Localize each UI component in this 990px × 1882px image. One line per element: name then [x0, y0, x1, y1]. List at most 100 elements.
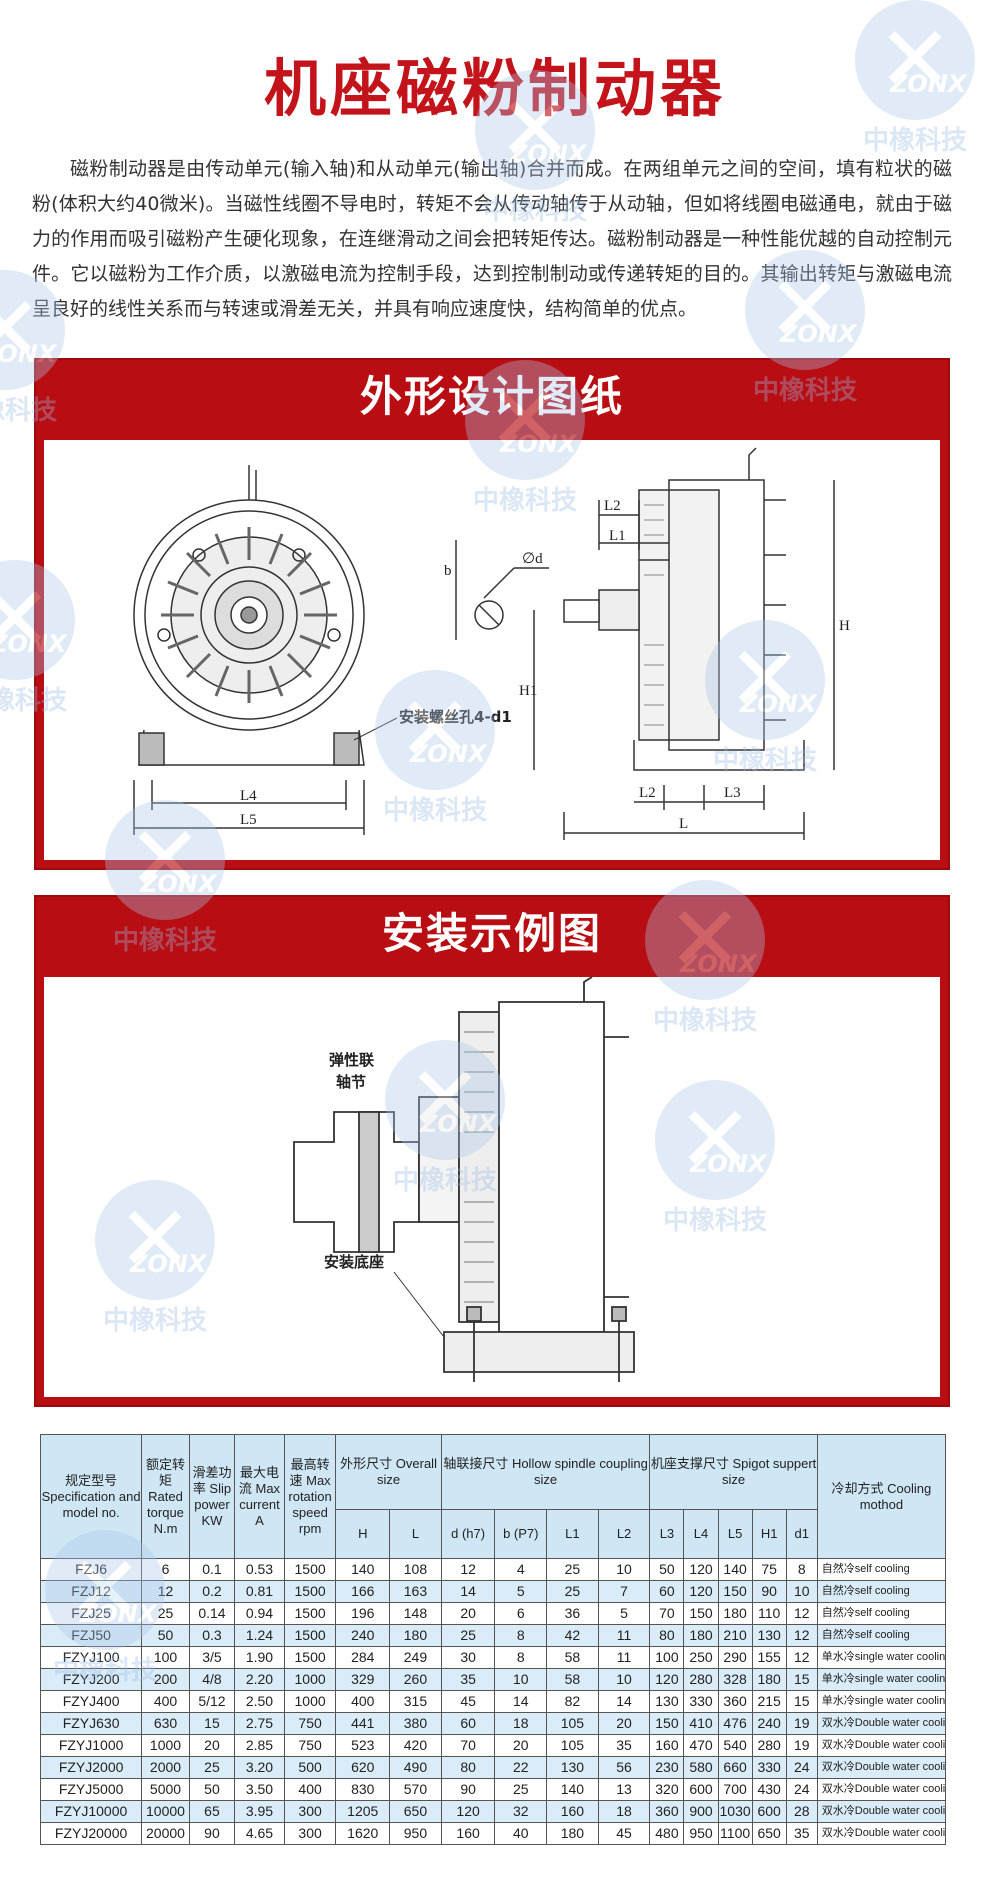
table-cell: 480 — [649, 1822, 685, 1845]
table-cell: 100 — [649, 1646, 685, 1669]
table-cell: 80 — [440, 1756, 496, 1779]
table-cell: 166 — [335, 1580, 391, 1603]
installation-drawing: 弹性联 轴节 安装底座 — [293, 976, 635, 1382]
cooling-cell: 单水冷single water cooling — [816, 1668, 947, 1691]
table-cell: 0.2 — [188, 1580, 236, 1603]
watermark-cn-text: 中橡科技 — [392, 1166, 497, 1196]
table-cell: 10 — [597, 1668, 651, 1691]
table-cell: 18 — [597, 1800, 651, 1823]
table-cell: 650 — [751, 1822, 787, 1845]
table-cell: 25 — [494, 1778, 548, 1801]
model-cell: FZYJ10000 — [39, 1800, 143, 1823]
spec-table-body: FZJ660.10.531500140108124251050120140758… — [39, 1558, 947, 1845]
table-cell: 750 — [283, 1712, 337, 1735]
table-cell: 25 — [188, 1756, 236, 1779]
header-L5: L5 — [717, 1509, 753, 1559]
table-cell: 1000 — [141, 1734, 190, 1757]
table-cell: 830 — [335, 1778, 391, 1801]
table-cell: 380 — [389, 1712, 442, 1735]
header-torque: 额定转矩 Rated torque N.m — [141, 1434, 190, 1559]
section-outline-drawing: 外形设计图纸 — [34, 358, 950, 870]
table-cell: 180 — [683, 1624, 719, 1647]
table-cell: 20000 — [141, 1822, 190, 1845]
watermark-logo-text: ZONX — [690, 1150, 767, 1178]
table-cell: 150 — [649, 1712, 685, 1735]
table-cell: 155 — [751, 1646, 787, 1669]
table-cell: 280 — [683, 1668, 719, 1691]
brake-fins — [464, 1031, 494, 1303]
watermark-logo-text: ZONX — [80, 1600, 157, 1628]
header-L1: L1 — [546, 1509, 599, 1559]
table-cell: 430 — [751, 1778, 787, 1801]
base-label: 安装底座 — [324, 1253, 384, 1271]
table-cell: 30 — [440, 1646, 496, 1669]
table-cell: 163 — [389, 1580, 442, 1603]
table-cell: 105 — [546, 1712, 599, 1735]
intro-paragraph: 磁粉制动器是由传动单元(输入轴)和从动单元(输出轴)合并而成。在两组单元之间的空… — [32, 158, 952, 320]
table-row: FZJ660.10.531500140108124251050120140758… — [39, 1558, 947, 1581]
watermark-x-icon: ✕ — [667, 887, 743, 992]
table-cell: 284 — [335, 1646, 391, 1669]
model-cell: FZYJ2000 — [39, 1756, 143, 1779]
table-cell: 24 — [785, 1756, 818, 1779]
table-cell: 14 — [440, 1580, 496, 1603]
watermark-x-icon: ✕ — [677, 1087, 753, 1192]
table-cell: 1500 — [283, 1602, 337, 1625]
dim-H1: H1 — [519, 683, 537, 699]
table-cell: 60 — [649, 1580, 685, 1603]
table-cell: 230 — [649, 1756, 685, 1779]
cooling-cell: 自然冷self cooling — [816, 1558, 947, 1581]
header-slip: 滑差功率 Slip power KW — [188, 1434, 236, 1559]
watermark-circle — [745, 250, 865, 370]
table-cell: 18 — [494, 1712, 548, 1735]
table-cell: 2.75 — [234, 1712, 285, 1735]
table-cell: 400 — [335, 1690, 391, 1713]
section-installation-example: 安装示例图 — [34, 895, 950, 1407]
header-cooling: 冷却方式 Cooling mothod — [816, 1434, 947, 1559]
table-cell: 35 — [597, 1734, 651, 1757]
table-cell: 35 — [785, 1822, 818, 1845]
watermark-logo-text: ZONX — [890, 70, 967, 98]
table-cell: 540 — [717, 1734, 753, 1757]
table-cell: 1030 — [717, 1800, 753, 1823]
watermark-logo-text: ZONX — [0, 630, 67, 658]
model-cell: FZYJ1000 — [39, 1734, 143, 1757]
table-cell: 5000 — [141, 1778, 190, 1801]
model-cell: FZYJ400 — [39, 1690, 143, 1713]
table-cell: 8 — [785, 1558, 818, 1581]
table-cell: 3.20 — [234, 1756, 285, 1779]
model-cell: FZYJ5000 — [39, 1778, 143, 1801]
header-b: b (P7) — [494, 1509, 548, 1559]
header-d1: d1 — [785, 1509, 818, 1559]
table-cell: 260 — [389, 1668, 442, 1691]
table-cell: 3.50 — [234, 1778, 285, 1801]
dim-b: b — [444, 563, 452, 579]
table-cell: 40 — [494, 1822, 548, 1845]
dim-L2-top: L2 — [604, 498, 621, 514]
watermark-x-icon: ✕ — [127, 807, 203, 912]
header-spigot: 机座支撑尺寸 Spigot suppert size — [649, 1434, 818, 1510]
table-cell: 1500 — [283, 1580, 337, 1603]
table-cell: 1.24 — [234, 1624, 285, 1647]
watermark-logo-text: ZONX — [140, 870, 217, 898]
watermark-x-icon: ✕ — [497, 77, 573, 182]
table-cell: 240 — [335, 1624, 391, 1647]
model-cell: FZYJ20000 — [39, 1822, 143, 1845]
installation-diagram — [293, 976, 635, 1382]
table-row: FZJ25250.140.941500196148206365701501801… — [39, 1602, 947, 1625]
cooling-cell: 自然冷self cooling — [816, 1580, 947, 1603]
table-cell: 0.1 — [188, 1558, 236, 1581]
watermark-x-icon: ✕ — [0, 277, 43, 382]
header-d: d (h7) — [440, 1509, 496, 1559]
table-cell: 196 — [335, 1602, 391, 1625]
watermark-circle — [645, 880, 765, 1000]
table-cell: 56 — [597, 1756, 651, 1779]
